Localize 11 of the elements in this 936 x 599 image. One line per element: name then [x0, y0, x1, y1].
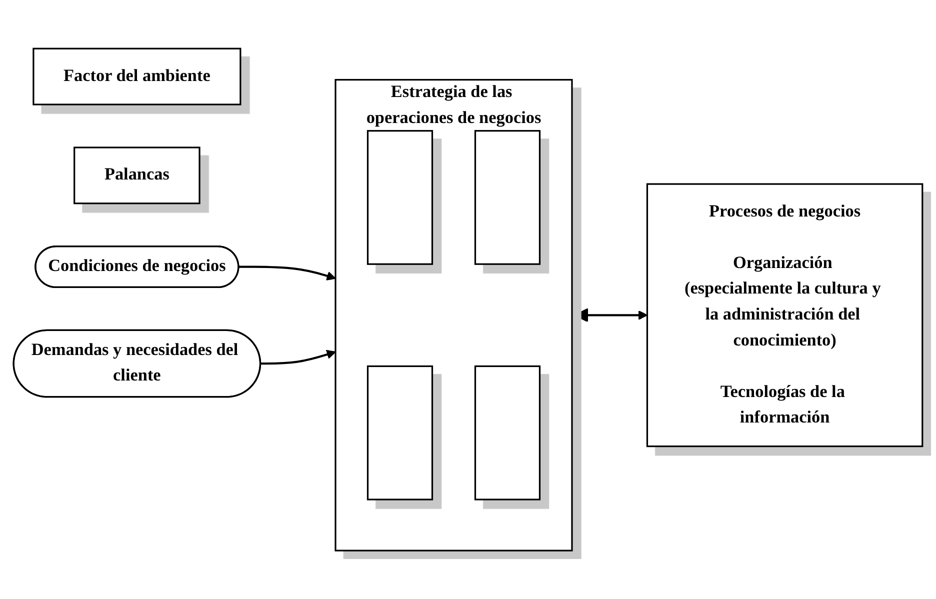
arrow [260, 350, 336, 365]
node-box: Factor del ambiente [32, 48, 242, 106]
arrow [574, 308, 648, 322]
cluster: Estrategia de las operaciones de negocios [334, 78, 573, 552]
node-box: Palancas [74, 146, 200, 204]
node-box: Procesos de negocios Organización (especialmente la cultura y la administración del conocimiento) Tecnologías de la información [646, 183, 924, 448]
node-box [474, 130, 541, 265]
node-box [474, 365, 541, 500]
arrow [238, 266, 336, 280]
node-box [366, 365, 434, 500]
node-box [366, 130, 434, 265]
